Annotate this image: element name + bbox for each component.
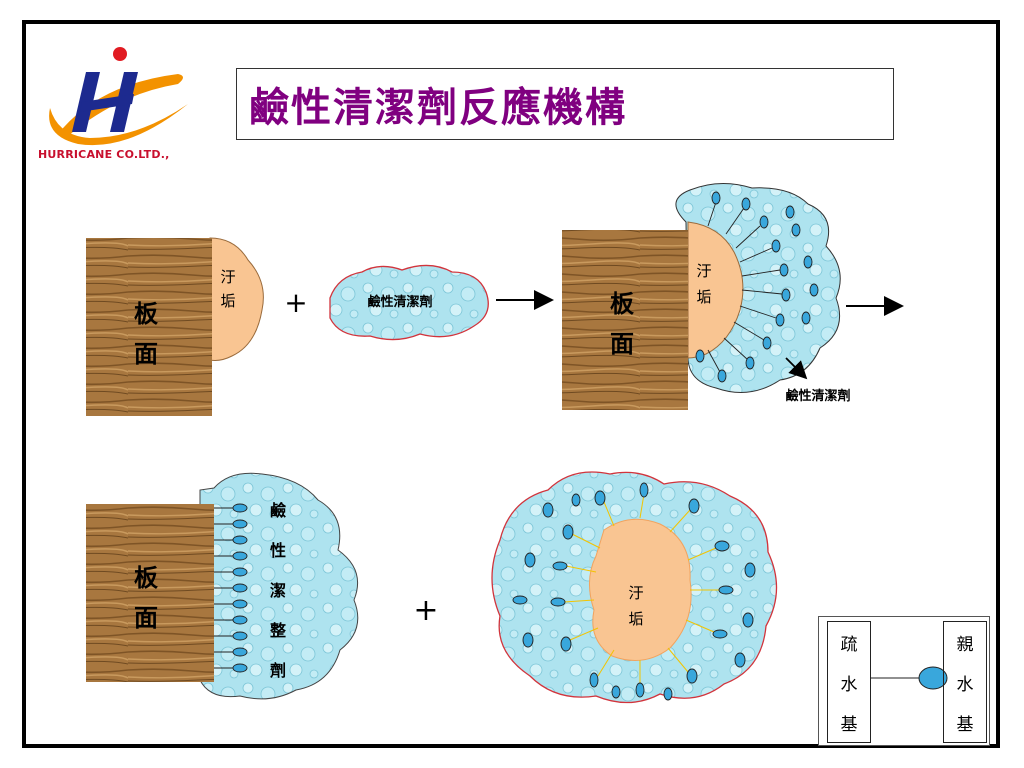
- board-label-1: 板: [610, 289, 635, 318]
- panel-3: 板 面 鹼 性 潔 整 劑 +: [86, 472, 439, 700]
- surfactant-molecules: [563, 493, 720, 686]
- cleaner-vertical-4: 整: [269, 621, 286, 640]
- cleaner-label: 鹼性清潔劑: [367, 294, 432, 310]
- dirt-blob-icon: [209, 237, 264, 361]
- dirt-label-1: 汙: [696, 262, 711, 280]
- panel-2: 板 面 汙 垢 鹼性清潔劑: [562, 182, 904, 410]
- cleaner-vertical-2: 性: [270, 541, 286, 560]
- dirt-label-2: 垢: [628, 610, 643, 628]
- dirt-blob-icon: [589, 518, 692, 661]
- molecule-legend: 疏 水 基 親 水 基: [818, 616, 990, 746]
- panel-1: 板 面 汙 垢 + 鹼性清潔劑: [86, 237, 554, 416]
- surfactant-heads: [512, 482, 756, 701]
- legend-hydrophilic-3: 基: [956, 714, 974, 735]
- surfactant-molecule-icon: [871, 666, 948, 690]
- board-label-2: 面: [610, 329, 634, 358]
- legend-hydrophilic-1: 親: [956, 634, 974, 655]
- plus-sign: +: [284, 286, 307, 319]
- dirt-label-2: 垢: [220, 292, 235, 310]
- dirt-label-2: 垢: [696, 288, 711, 306]
- company-name: HURRICANE CO.LTD.,: [38, 148, 170, 161]
- pointer-arrow-icon: [785, 357, 808, 380]
- cleaner-vertical-3: 潔: [270, 581, 286, 600]
- legend-hydrophilic: 親 水 基: [943, 621, 987, 743]
- legend-hydrophobic: 疏 水 基: [827, 621, 871, 743]
- dirt-label-1: 汙: [220, 268, 235, 286]
- legend-hydrophilic-2: 水: [956, 674, 974, 695]
- wood-board-icon: [86, 504, 214, 682]
- cleaner-cloud-icon: [199, 472, 359, 700]
- slide-frame: [22, 20, 1000, 748]
- hurricane-logo-icon: [49, 47, 188, 146]
- surfactant-molecules: [212, 503, 248, 673]
- board-label-2: 面: [134, 339, 158, 368]
- dirt-label-1: 汙: [628, 584, 643, 602]
- plus-sign: +: [413, 593, 438, 628]
- wood-board-icon: [562, 230, 688, 410]
- cleaner-label: 鹼性清潔劑: [785, 388, 850, 404]
- surfactant-molecules: [695, 191, 819, 383]
- title-box: 鹼性清潔劑反應機構: [236, 68, 894, 140]
- wood-board-icon: [86, 238, 212, 416]
- legend-hydrophobic-2: 水: [840, 674, 858, 695]
- legend-hydrophobic-1: 疏: [840, 634, 858, 655]
- page-title: 鹼性清潔劑反應機構: [249, 84, 627, 131]
- board-label-1: 板: [134, 299, 159, 328]
- panel-4: 汙 垢: [491, 471, 778, 704]
- legend-hydrophobic-3: 基: [840, 714, 858, 735]
- board-label-2: 面: [134, 603, 158, 632]
- cleaner-cloud-icon: [329, 264, 489, 341]
- board-label-1: 板: [134, 563, 159, 592]
- cleaner-vertical-1: 鹼: [270, 501, 287, 520]
- cleaner-vertical-5: 劑: [269, 661, 286, 680]
